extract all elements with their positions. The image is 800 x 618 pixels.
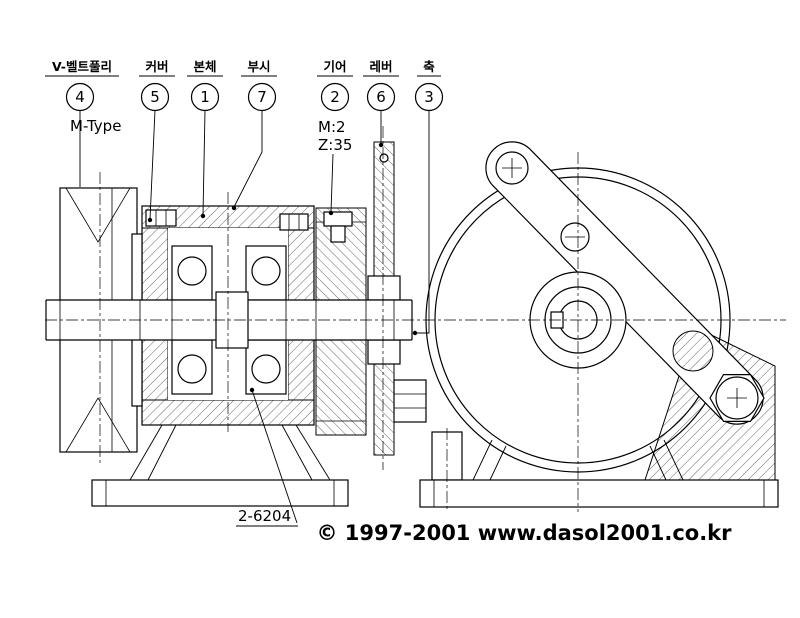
leader-line [149,110,156,220]
balloon-number: 5 [150,88,160,106]
bearing-ball [251,256,281,286]
balloon-number: 3 [424,88,434,106]
cover-bolt-right [279,213,309,231]
callout-shaft: 축 3 [412,59,444,336]
leader-line [330,153,334,213]
lever-section [367,141,427,456]
gear-module-note: M:2 [318,118,346,136]
lever-bolt [393,379,427,423]
callout-v-belt-pulley: V-벨트풀리 4 M-Type [45,59,121,187]
callout-bush: 부시 7 [231,59,277,211]
bearing-ball [177,256,207,286]
bearing-ball [251,354,281,384]
centerlines [45,126,786,512]
leader-line [233,110,263,208]
callout-cover: 커버 5 [139,59,175,223]
gear-nut [323,211,353,227]
callout-body: 본체 1 [187,59,223,219]
part-label: 축 [423,59,435,74]
leader-dot [147,217,153,223]
left-section-view [45,141,463,507]
callouts: V-벨트풀리 4 M-Type 커버 5 본체 1 부시 7 [45,59,444,336]
bearing-spec-label: 2-6204 [238,507,291,525]
copyright-text: © 1997-2001 www.dasol2001.co.kr [317,521,733,545]
v-groove-bottom [65,397,131,453]
lever-hub-lower [367,339,401,365]
balloon-number: 1 [200,88,210,106]
balloon-number: 2 [330,88,340,106]
callout-gear: 기어 2 M:2 Z:35 [317,59,353,216]
right-side-view [419,141,779,508]
hole-cross-marks [502,158,747,408]
gear-teeth-note: Z:35 [318,136,352,154]
balloon-number: 4 [75,88,85,106]
base-left [91,424,349,507]
part-label: 레버 [369,59,392,74]
bearing-leader-line [251,389,298,524]
base-legs [129,424,331,481]
ball-bearings [171,245,287,395]
part-label: 본체 [193,59,216,74]
pulley-type-note: M-Type [70,117,121,135]
part-label: 부시 [247,59,270,74]
balloon-number: 7 [257,88,267,106]
leader-dot [328,210,334,216]
callout-lever: 레버 6 [363,59,399,148]
leader-dot [200,213,206,219]
base-plate [419,479,779,508]
base-right [419,439,779,508]
bearing-ball [177,354,207,384]
cover-bolt-left [145,209,177,227]
balloon-circle [320,82,350,112]
leader-dot [378,142,384,148]
lever-top-hole [379,153,389,163]
pivot-pin [672,330,714,372]
hex-bolt-circle [715,376,759,420]
base-legs [472,439,684,481]
annotations: 2-6204 © 1997-2001 www.dasol2001.co.kr [236,387,733,545]
lever-hub-upper [367,275,401,301]
gear-stud [330,225,346,243]
part-label: V-벨트풀리 [52,59,112,74]
leader-dot [231,205,237,211]
leader-line [202,110,206,216]
leader-line [415,110,430,334]
gear-section [315,207,367,436]
part-label: 커버 [145,59,168,74]
leader-dot [412,330,418,336]
base-plate [91,479,349,507]
balloon-number: 6 [376,88,386,106]
v-groove-top [65,187,131,243]
part-label: 기어 [323,59,346,74]
